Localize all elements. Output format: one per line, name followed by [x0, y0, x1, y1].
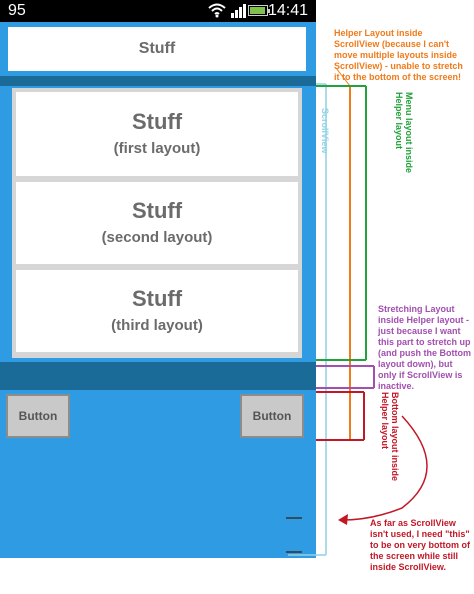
menu-card-second[interactable]: Stuff (second layout) [16, 182, 298, 264]
status-bar: 95 14:41 [0, 0, 316, 22]
bottom-placement-note: As far as ScrollView isn't used, I need … [370, 518, 470, 572]
menu-card-title: Stuff [131, 109, 183, 134]
scrollview-label: ScrollView [320, 108, 330, 154]
stretching-layout-note: Stretching Layout inside Helper layout -… [378, 304, 471, 391]
bottom-layout-label: Bottom layout inside Helper layout [380, 392, 400, 482]
divider-strip [0, 76, 316, 86]
status-time: 14:41 [267, 2, 308, 19]
right-button[interactable]: Button [240, 394, 304, 438]
menu-card-third[interactable]: Stuff (third layout) [16, 270, 298, 352]
wifi-icon [208, 3, 226, 18]
menu-card-subtitle: (third layout) [111, 317, 203, 334]
stretching-layout [0, 362, 316, 390]
status-notification-count: 95 [8, 2, 26, 19]
signal-icon [231, 4, 246, 18]
top-stuff-label: Stuff [138, 40, 176, 57]
battery-icon [248, 5, 270, 16]
top-stuff-card: Stuff [8, 27, 306, 71]
menu-card-title: Stuff [131, 198, 183, 223]
menu-card-subtitle: (second layout) [101, 229, 213, 246]
menu-layout: Stuff (first layout) Stuff (second layou… [12, 88, 302, 358]
left-button[interactable]: Button [6, 394, 70, 438]
menu-card-title: Stuff [131, 286, 183, 311]
menu-card-subtitle: (first layout) [113, 140, 201, 157]
helper-layout-note: Helper Layout inside ScrollView (because… [334, 28, 463, 82]
menu-card-first[interactable]: Stuff (first layout) [16, 92, 298, 176]
menu-layout-label: Menu layout inside Helper layout [394, 92, 414, 174]
